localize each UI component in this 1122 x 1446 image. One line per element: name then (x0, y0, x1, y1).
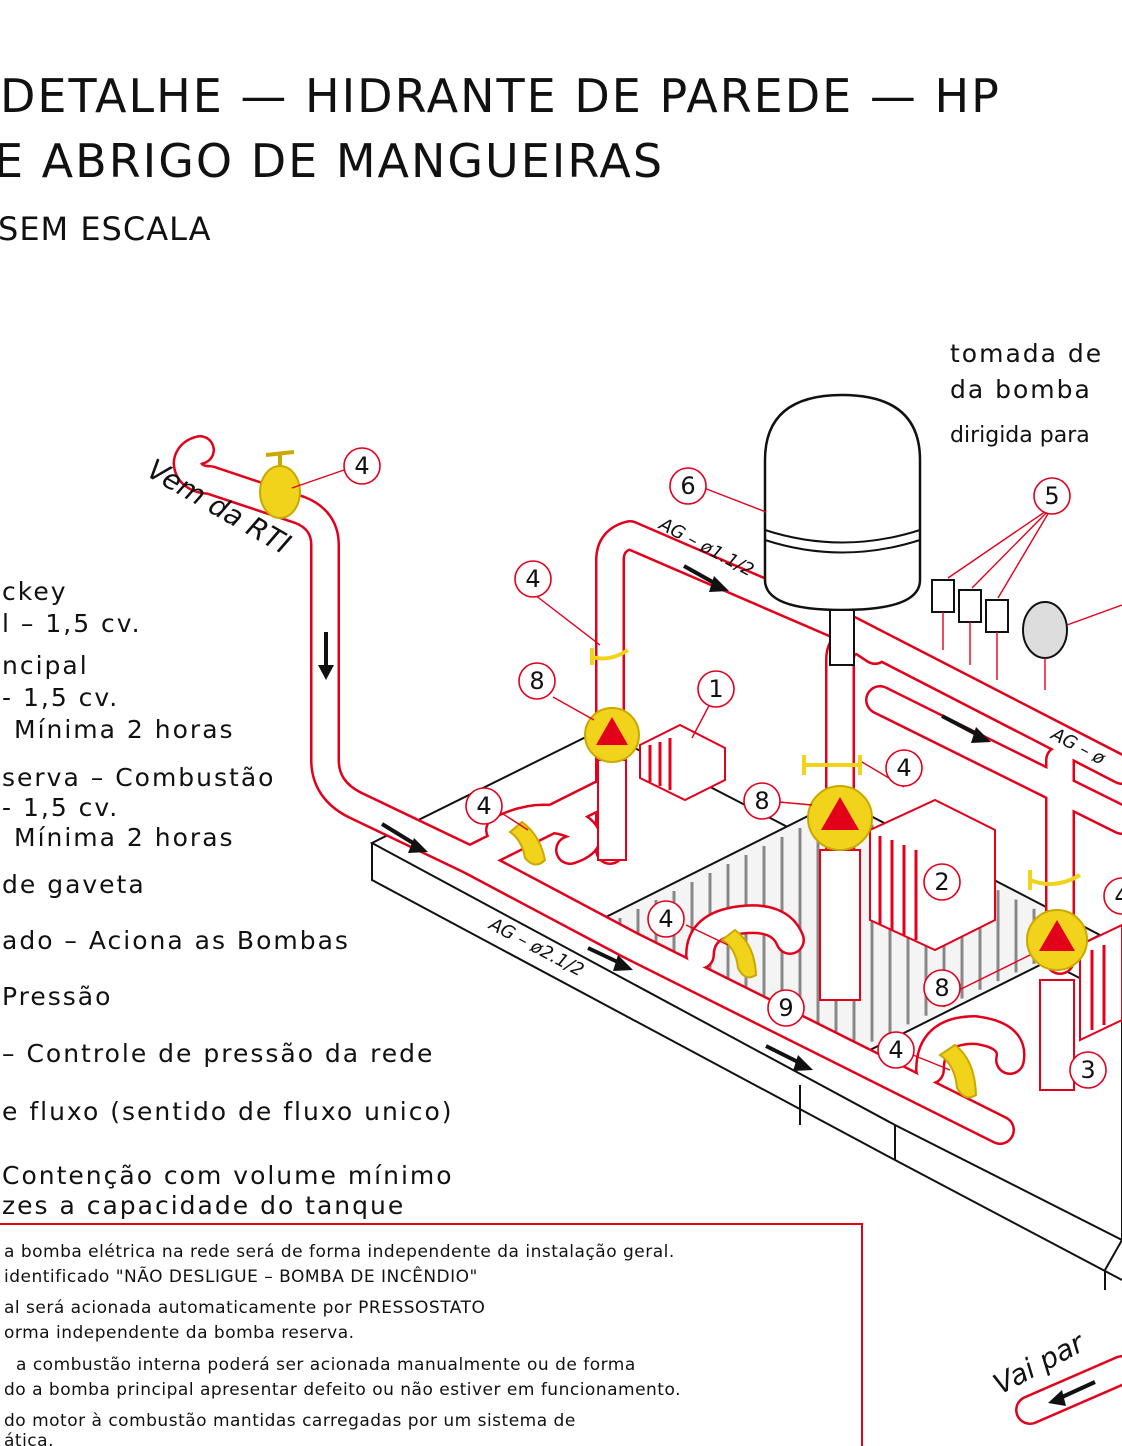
gate-valve-discharge (590, 648, 1082, 890)
pipe-suction-main-core (457, 847, 1013, 1143)
gate-valve-rti (259, 450, 301, 519)
pressure-tank (763, 393, 922, 666)
pressure-gauge-icon (1022, 601, 1068, 659)
note-line: a combustão interna poderá ser acionada … (16, 1355, 636, 1375)
callout-gate-valve: 4 (465, 787, 503, 825)
legend: ckey l – 1,5 cv. ncipal - 1,5 cv. Mínima… (2, 577, 454, 1220)
base-slab (369, 728, 1122, 1290)
callout-gate-valve: 4 (1103, 877, 1122, 915)
svg-text:6: 6 (680, 472, 695, 500)
gate-valve-main-suction (720, 928, 758, 979)
callout-gate-valve: 4 (343, 447, 381, 485)
svg-text:3: 3 (1080, 1056, 1095, 1084)
legend-item: ado – Aciona as Bombas (2, 926, 350, 955)
legend-item: – Controle de pressão da rede (2, 1039, 434, 1068)
check-valves (584, 707, 1088, 971)
gate-valve-jockey-suction (508, 820, 547, 866)
pipe-loop-reserve-core (917, 1017, 1023, 1083)
check-valve-main (807, 785, 873, 851)
callout-leaders (291, 469, 1122, 1071)
svg-text:8: 8 (934, 974, 949, 1002)
check-valve-reserve (1026, 909, 1088, 971)
callout-containment: 9 (767, 989, 805, 1027)
callout-check-valve: 8 (743, 782, 781, 820)
pipe-from-rti-core (175, 437, 613, 873)
legend-item: Contenção com volume mínimo (2, 1161, 454, 1190)
gate-valves (259, 450, 1082, 1099)
note-line: ática. (4, 1431, 54, 1446)
tomada-line-3: dirigida para (950, 423, 1090, 448)
note-line: al será acionada automaticamente por PRE… (4, 1298, 485, 1318)
flow-arrows (318, 564, 1096, 1406)
callout-check-valve: 8 (923, 969, 961, 1007)
legend-item: Mínima 2 horas (14, 823, 235, 852)
check-valve-jockey (584, 707, 640, 763)
legend-item: zes a capacidade do tanque (2, 1191, 405, 1220)
callout-jockey-pump: 1 (697, 670, 735, 708)
gate-valve-reserve-suction (938, 1043, 978, 1099)
title-line-1: DETALHE — HIDRANTE DE PAREDE — HP (0, 69, 1001, 123)
svg-text:4: 4 (525, 565, 540, 593)
svg-text:4: 4 (354, 452, 369, 480)
legend-item: - 1,5 cv. (2, 793, 119, 822)
note-line: do a bomba principal apresentar defeito … (4, 1380, 681, 1400)
legend-item: - 1,5 cv. (2, 683, 119, 712)
jockey-pump (597, 723, 726, 861)
svg-text:5: 5 (1044, 482, 1059, 510)
tomada-line-2: da bomba (950, 375, 1092, 404)
svg-text:4: 4 (476, 792, 491, 820)
callout-reserve-pump: 3 (1069, 1051, 1107, 1089)
callout-gate-valve: 4 (647, 900, 685, 938)
svg-text:2: 2 (934, 868, 949, 896)
pipe-header-right-core (867, 687, 1122, 833)
legend-item: ncipal (2, 651, 89, 680)
note-line: do motor à combustão mantidas carregadas… (4, 1411, 576, 1431)
svg-text:1: 1 (708, 675, 723, 703)
notes-box: a bomba elétrica na rede será de forma i… (0, 1223, 863, 1446)
legend-item: l – 1,5 cv. (2, 609, 142, 638)
title-line-2: E ABRIGO DE MANGUEIRAS (0, 134, 664, 188)
callout-main-pump: 2 (923, 863, 961, 901)
legend-item: ckey (2, 577, 68, 606)
note-line: a bomba elétrica na rede será de forma i… (4, 1242, 675, 1262)
svg-text:4: 4 (896, 754, 911, 782)
notes-border (0, 1223, 863, 1446)
pipe-loop-main-core (687, 906, 803, 968)
callout-pressure-switch: 5 (1033, 477, 1071, 515)
scale-label: SEM ESCALA (0, 210, 212, 248)
pipe-discharge-main-core (597, 522, 1122, 863)
note-line: orma independente da bomba reserva. (4, 1323, 355, 1343)
pressure-switches (931, 579, 1009, 680)
svg-text:8: 8 (529, 667, 544, 695)
reserve-pump (1039, 923, 1122, 1091)
tomada-line-1: tomada de (950, 339, 1103, 368)
legend-item: de gaveta (2, 870, 146, 899)
legend-item: Mínima 2 horas (14, 715, 235, 744)
callout-check-valve: 8 (518, 662, 556, 700)
svg-text:4: 4 (888, 1036, 903, 1064)
callout-gate-valve: 4 (514, 560, 552, 598)
callout-gate-valve: 4 (885, 749, 923, 787)
callouts: 4 4 4 4 4 4 4 5 6 1 2 3 8 8 8 9 (343, 447, 1122, 1089)
svg-text:4: 4 (658, 905, 673, 933)
legend-item: serva – Combustão (2, 763, 275, 792)
svg-text:9: 9 (778, 994, 793, 1022)
callout-pressure-tank: 6 (669, 467, 707, 505)
svg-text:4: 4 (1114, 882, 1122, 910)
note-line: identificado "NÃO DESLIGUE – BOMBA DE IN… (4, 1265, 478, 1287)
legend-item: e fluxo (sentido de fluxo unico) (2, 1097, 454, 1126)
legend-item: Pressão (2, 982, 112, 1011)
svg-text:8: 8 (754, 787, 769, 815)
callout-gate-valve: 4 (877, 1031, 915, 1069)
